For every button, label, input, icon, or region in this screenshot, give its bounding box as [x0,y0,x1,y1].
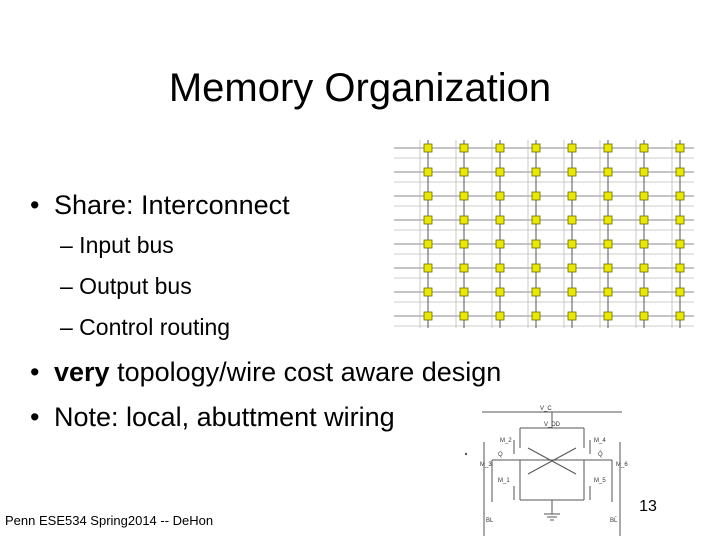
memory-cell [567,311,577,321]
slide-footer: Penn ESE534 Spring2014 -- DeHon [5,513,214,528]
circuit-label-qbar: Q̄ [598,451,603,458]
memory-cell [603,215,613,225]
memory-cell [639,239,649,249]
memory-cell [675,167,685,177]
memory-cell [459,287,469,297]
memory-cell [603,191,613,201]
memory-cell [423,215,433,225]
bullet-note: • Note: local, abuttment wiring [30,400,395,434]
memory-cell [459,311,469,321]
circuit-label-vdd: V_DD [544,422,561,428]
memory-cell [495,191,505,201]
memory-cell [639,143,649,153]
memory-cell [531,215,541,225]
memory-cell [459,215,469,225]
memory-cell [675,143,685,153]
memory-cell [531,311,541,321]
memory-cell [675,191,685,201]
memory-cell [459,143,469,153]
memory-cell [603,143,613,153]
memory-cell [531,143,541,153]
bullet-text: topology/wire cost aware design [109,357,502,387]
memory-cell [639,263,649,273]
memory-cell [567,191,577,201]
memory-cell [675,311,685,321]
memory-cell [423,287,433,297]
memory-cell [639,311,649,321]
memory-cell [603,263,613,273]
circuit-label-vc: V_C [540,406,552,412]
memory-cell [675,215,685,225]
memory-cell [675,263,685,273]
memory-cell [603,311,613,321]
circuit-label-m3: M_3 [480,462,492,468]
circuit-label-m6: M_6 [616,462,628,468]
memory-cell [495,311,505,321]
memory-cell [495,215,505,225]
bullet-text: Note: local, abuttment wiring [54,402,395,432]
memory-cell [495,287,505,297]
bullet-topology: • very topology/wire cost aware design [30,355,501,389]
memory-cell [567,287,577,297]
memory-cell [531,263,541,273]
memory-cell [495,167,505,177]
circuit-node-dot [464,452,468,456]
memory-cell [423,191,433,201]
circuit-label-m2: M_2 [500,438,512,444]
circuit-label-m5: M_5 [594,478,606,484]
memory-cell [495,263,505,273]
memory-cell [675,287,685,297]
bullet-glyph: • [30,402,40,432]
memory-cell [603,287,613,297]
page-number: 13 [639,498,657,515]
slide-title: Memory Organization [168,66,552,110]
sub-bullet-control-routing: – Control routing [60,314,231,340]
memory-cell [423,263,433,273]
memory-cell [531,287,541,297]
memory-cell [531,167,541,177]
memory-array-figure [394,140,694,328]
memory-cell [567,167,577,177]
memory-cell [675,239,685,249]
circuit-label-q: Q [498,452,503,458]
memory-cell [459,191,469,201]
memory-cell [459,167,469,177]
sub-bullet-input-bus: – Input bus [60,232,174,258]
sub-bullet-output-bus: – Output bus [60,273,192,299]
memory-cell [531,191,541,201]
circuit-wires [482,411,622,536]
memory-cell [423,311,433,321]
memory-cell [423,143,433,153]
memory-cell [567,263,577,273]
bullet-glyph: • [30,357,40,387]
memory-cell [495,239,505,249]
memory-cell [567,143,577,153]
circuit-label-blbar: BL̄ [610,517,618,524]
memory-cell [639,167,649,177]
memory-cell [567,215,577,225]
memory-cell [531,239,541,249]
memory-cell [603,167,613,177]
bullet-text: Share: Interconnect [54,190,290,220]
memory-cell [459,263,469,273]
memory-cell [639,287,649,297]
circuit-label-m4: M_4 [594,438,606,444]
bullet-share: • Share: Interconnect [30,188,290,222]
memory-cell [495,143,505,153]
memory-cell [459,239,469,249]
memory-cell [639,191,649,201]
memory-cell [423,239,433,249]
circuit-label-bl: BL [486,518,494,524]
memory-cell [639,215,649,225]
memory-cell [603,239,613,249]
memory-cell [567,239,577,249]
memory-cell [423,167,433,177]
circuit-label-m1: M_1 [498,478,510,484]
bullet-emphasis: very [54,357,110,387]
sram-cell-circuit-figure: V_C V_DD M_2 M_4 Q Q̄ M_3 M_6 M_1 M_5 BL… [464,406,628,536]
bullet-glyph: • [30,190,40,220]
